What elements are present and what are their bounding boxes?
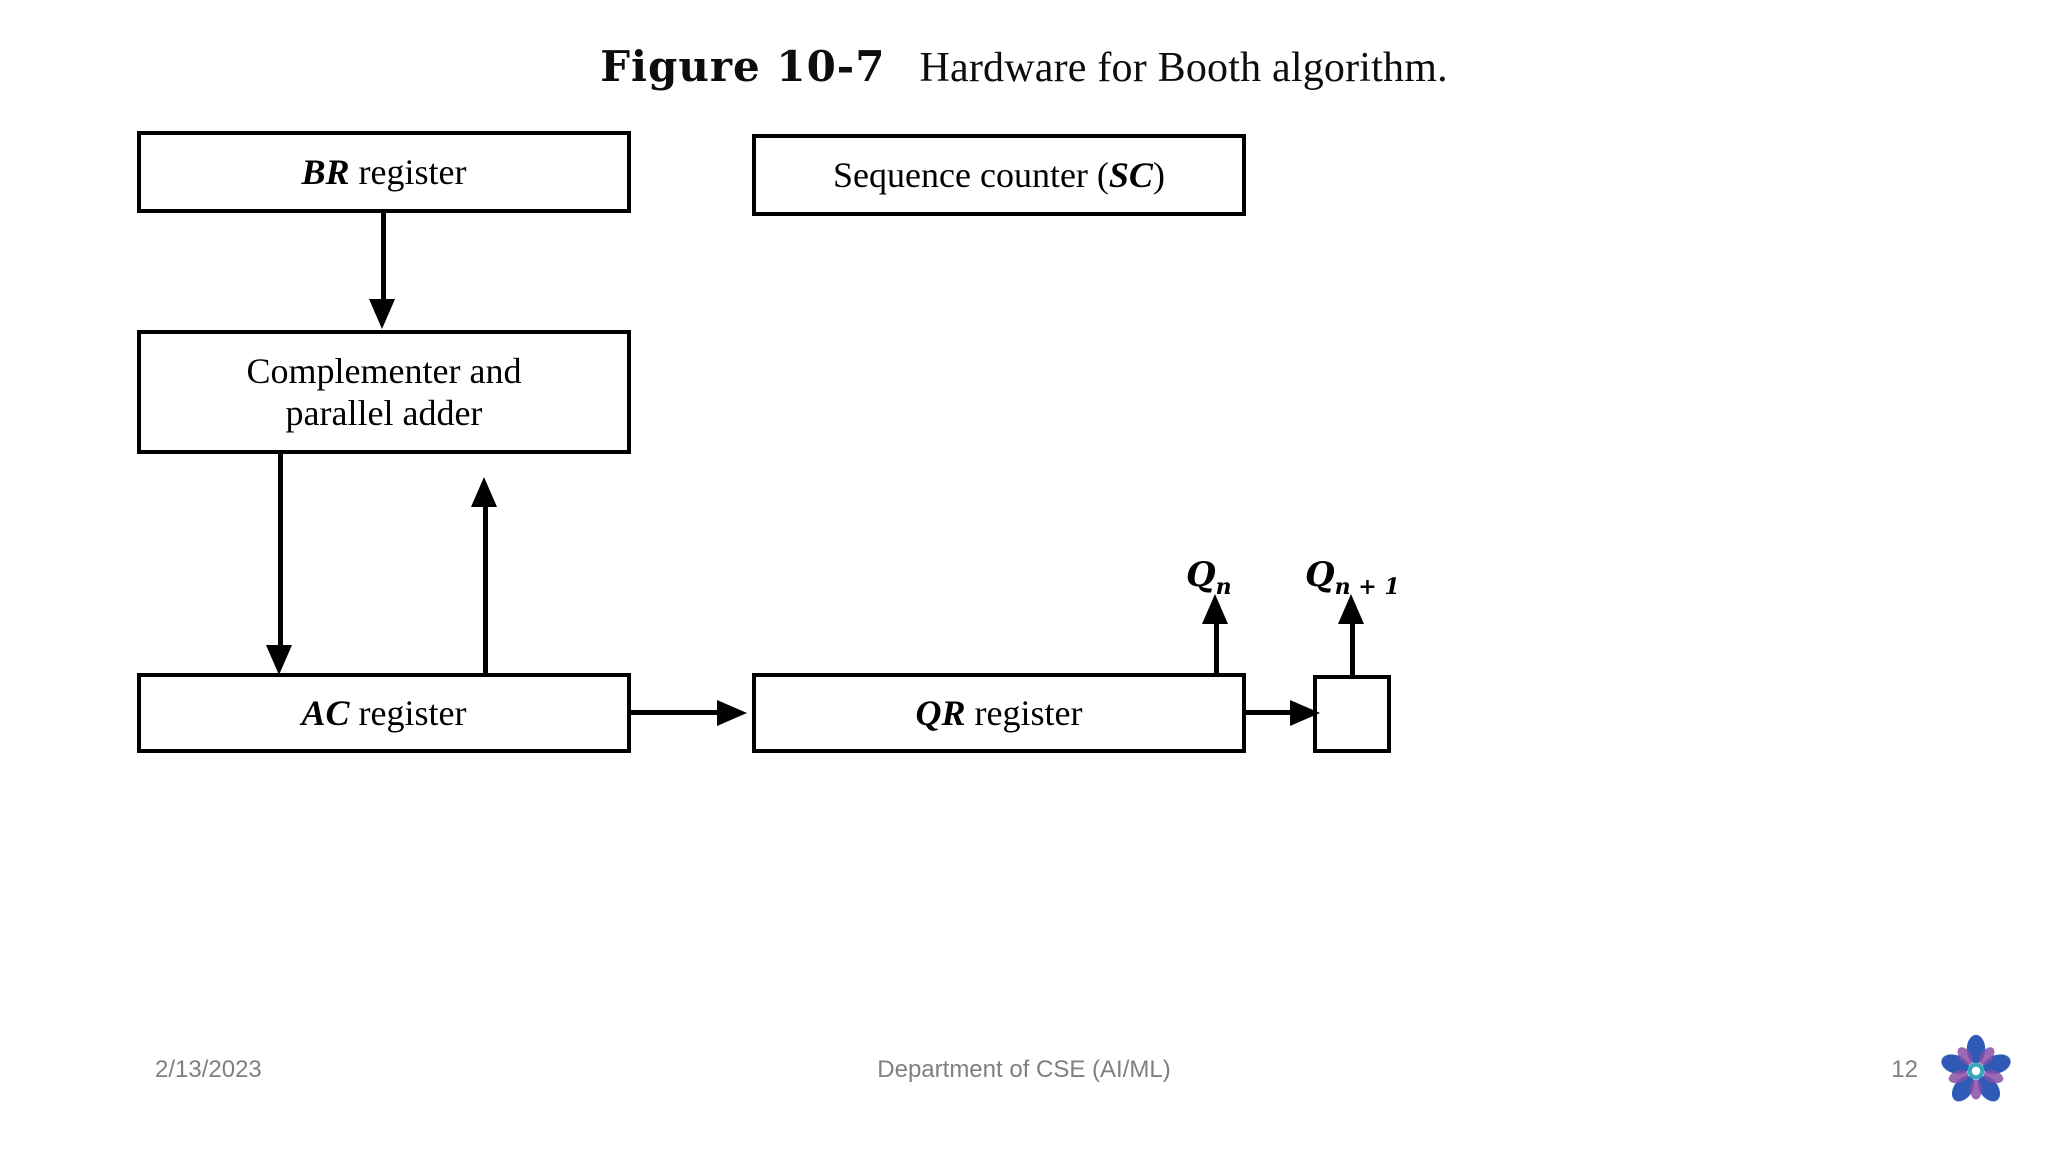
- footer-page-number: 12: [1891, 1056, 1918, 1083]
- block-br-register: BR register: [137, 131, 631, 213]
- figure-caption: Hardware for Booth algorithm.: [919, 45, 1448, 91]
- complementer-line-1: Complementer and: [246, 350, 522, 391]
- connector-qr-to-qn-arrowhead: [1202, 594, 1228, 624]
- connector-complementer-to-ac-line: [278, 454, 283, 650]
- complementer-line-2: parallel adder: [285, 393, 483, 433]
- label-qn-plus-1: Qn + 1: [1305, 555, 1400, 600]
- connector-qr-to-qn-line: [1214, 620, 1219, 676]
- block-ac-register: AC register: [137, 673, 631, 753]
- institution-logo-icon: [1941, 1034, 2011, 1102]
- block-complementer-adder: Complementer and parallel adder: [137, 330, 631, 454]
- block-sequence-counter: Sequence counter (SC): [752, 134, 1246, 216]
- connector-ac-to-qr-line: [631, 710, 721, 715]
- label-qn-base: Q: [1186, 555, 1216, 595]
- block-qr-register: QR register: [752, 673, 1246, 753]
- br-register-word: register: [349, 151, 467, 192]
- ac-register-word: register: [349, 692, 467, 733]
- slide-footer: 2/13/2023 Department of CSE (AI/ML) 12: [0, 1034, 2048, 1152]
- connector-flipflop-to-qn-plus-1-arrowhead: [1338, 594, 1364, 624]
- connector-flipflop-to-qn-plus-1-line: [1350, 620, 1355, 676]
- connector-complementer-to-ac-arrowhead: [266, 645, 292, 675]
- connector-br-to-complementer-line: [381, 213, 386, 301]
- block-qn-plus-1-flipflop: [1313, 675, 1391, 753]
- label-qn-subscript: n: [1215, 573, 1232, 600]
- label-qn-plus-1-base: Q: [1305, 555, 1335, 595]
- footer-date: 2/13/2023: [155, 1056, 262, 1083]
- connector-ac-to-qr-arrowhead: [717, 700, 747, 726]
- connector-br-to-complementer-arrowhead: [369, 299, 395, 329]
- connector-qr-to-flipflop-line: [1246, 710, 1294, 715]
- br-register-abbrev: BR: [301, 151, 350, 192]
- connector-qr-to-flipflop-arrowhead: [1290, 700, 1320, 726]
- sequence-counter-abbrev: SC: [1108, 154, 1153, 195]
- connector-ac-to-complementer-arrowhead: [471, 477, 497, 507]
- connector-ac-to-complementer-line: [483, 505, 488, 675]
- qr-register-abbrev: QR: [915, 692, 966, 733]
- footer-department: Department of CSE (AI/ML): [877, 1056, 1171, 1083]
- ac-register-abbrev: AC: [301, 692, 350, 733]
- label-qn-plus-1-subscript: n + 1: [1334, 573, 1400, 600]
- booth-hardware-diagram: BR register Sequence counter (SC) Comple…: [137, 131, 1400, 753]
- qr-register-word: register: [965, 692, 1083, 733]
- figure-title: Figure 10-7 Hardware for Booth algorithm.: [0, 42, 2048, 92]
- sequence-counter-word: Sequence counter (: [833, 154, 1109, 195]
- label-qn: Qn: [1186, 555, 1232, 600]
- figure-number: Figure 10-7: [600, 42, 886, 91]
- sequence-counter-tail: ): [1152, 154, 1165, 195]
